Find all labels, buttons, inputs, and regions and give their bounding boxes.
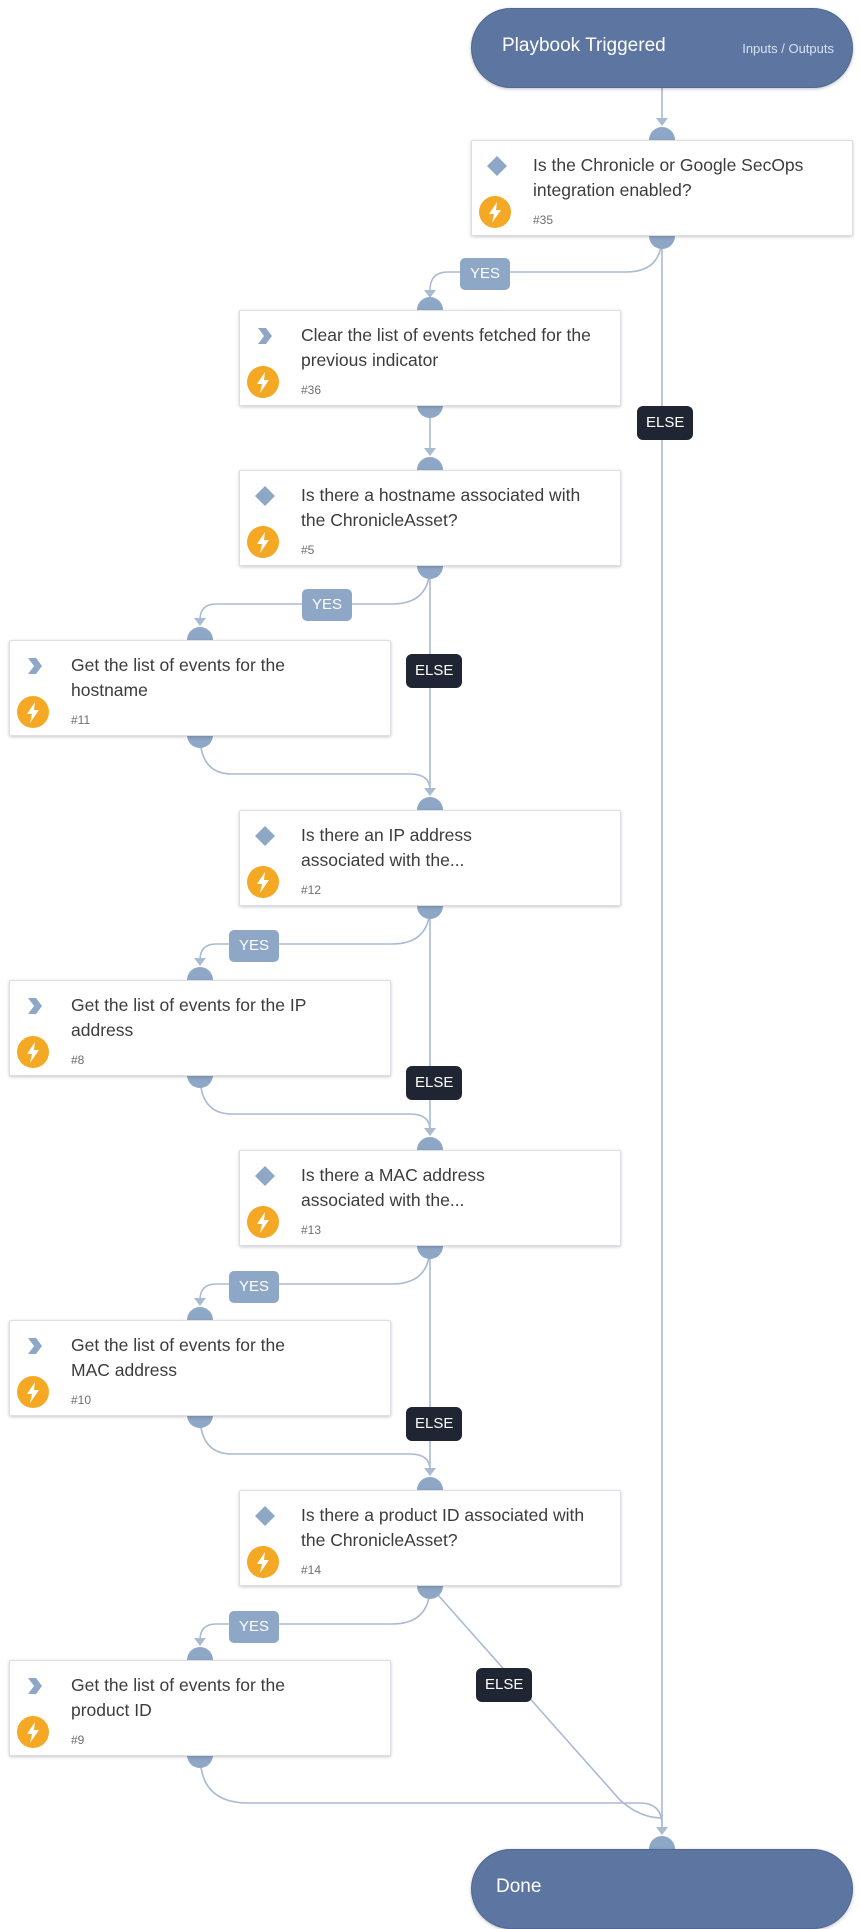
chevron-icon xyxy=(28,658,42,674)
chevron-icon xyxy=(28,1678,42,1694)
end-node-title: Done xyxy=(496,1876,542,1897)
task-number: #12 xyxy=(301,883,322,897)
task-number: #35 xyxy=(533,213,554,227)
task-number: #13 xyxy=(301,1223,322,1237)
done-node[interactable]: Done xyxy=(471,1849,853,1929)
task-title: Is there a product ID associated with th… xyxy=(301,1505,585,1550)
else-label: ELSE xyxy=(476,1668,533,1702)
lightning-icon xyxy=(247,866,279,898)
task-5-node[interactable]: Is there a hostname associated with the … xyxy=(239,470,621,566)
lightning-icon xyxy=(479,196,511,228)
task-number: #8 xyxy=(71,1053,85,1067)
lightning-icon xyxy=(17,1036,49,1068)
task-title: Clear the list of events fetched for the… xyxy=(301,325,591,370)
task-35-node[interactable]: Is the Chronicle or Google SecOps integr… xyxy=(471,140,853,236)
lightning-icon xyxy=(247,526,279,558)
task-36-node[interactable]: Clear the list of events fetched for the… xyxy=(239,310,621,406)
lightning-icon xyxy=(17,1376,49,1408)
else-label: ELSE xyxy=(406,1066,463,1100)
task-number: #5 xyxy=(301,543,315,557)
diamond-icon xyxy=(255,1166,275,1186)
task-title: Get the list of events for the IP addres… xyxy=(71,995,307,1040)
yes-label: YES xyxy=(302,589,353,621)
task-title: Get the list of events for the hostname xyxy=(71,655,285,700)
lightning-icon xyxy=(247,366,279,398)
chevron-icon xyxy=(28,1338,42,1354)
yes-label: YES xyxy=(229,930,280,962)
task-title: Get the list of events for the MAC addre… xyxy=(71,1335,285,1380)
task-number: #36 xyxy=(301,383,322,397)
yes-label: YES xyxy=(229,1271,280,1303)
task-title: Is there an IP address associated with t… xyxy=(301,825,472,870)
task-title: Get the list of events for the product I… xyxy=(71,1675,285,1720)
diamond-icon xyxy=(255,486,275,506)
lightning-icon xyxy=(247,1206,279,1238)
chevron-icon xyxy=(258,328,272,344)
inputs-outputs-link[interactable]: Inputs / Outputs xyxy=(742,41,834,56)
task-13-node[interactable]: Is there a MAC address associated with t… xyxy=(239,1150,621,1246)
else-label: ELSE xyxy=(637,406,694,440)
chevron-icon xyxy=(28,998,42,1014)
task-number: #10 xyxy=(71,1393,92,1407)
task-number: #11 xyxy=(71,713,91,727)
diamond-icon xyxy=(487,156,507,176)
task-11-node[interactable]: Get the list of events for the hostname … xyxy=(9,640,391,736)
task-10-node[interactable]: Get the list of events for the MAC addre… xyxy=(9,1320,391,1416)
task-number: #14 xyxy=(301,1563,322,1577)
task-9-node[interactable]: Get the list of events for the product I… xyxy=(9,1660,391,1756)
task-title: Is the Chronicle or Google SecOps integr… xyxy=(533,155,804,200)
diamond-icon xyxy=(255,1506,275,1526)
lightning-icon xyxy=(17,1716,49,1748)
else-label: ELSE xyxy=(406,654,463,688)
task-14-node[interactable]: Is there a product ID associated with th… xyxy=(239,1490,621,1586)
diamond-icon xyxy=(255,826,275,846)
start-node-title: Playbook Triggered xyxy=(502,35,666,56)
task-number: #9 xyxy=(71,1733,85,1747)
task-8-node[interactable]: Get the list of events for the IP addres… xyxy=(9,980,391,1076)
lightning-icon xyxy=(17,696,49,728)
else-label: ELSE xyxy=(406,1407,463,1441)
lightning-icon xyxy=(247,1546,279,1578)
task-title: Is there a MAC address associated with t… xyxy=(301,1165,485,1210)
task-title: Is there a hostname associated with the … xyxy=(301,485,581,530)
playbook-triggered-node[interactable]: Playbook Triggered Inputs / Outputs xyxy=(471,8,853,88)
yes-label: YES xyxy=(460,258,511,290)
yes-label: YES xyxy=(229,1611,280,1643)
task-12-node[interactable]: Is there an IP address associated with t… xyxy=(239,810,621,906)
